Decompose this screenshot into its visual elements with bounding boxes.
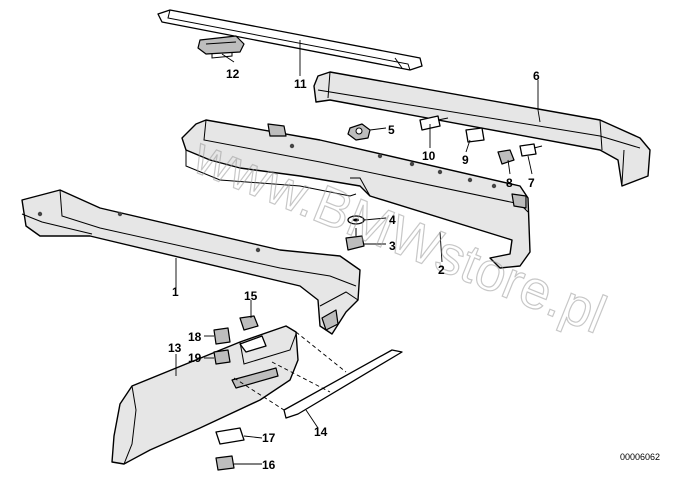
callout-11: 11 xyxy=(294,77,307,91)
callout-3: 3 xyxy=(389,239,396,253)
callout-17: 17 xyxy=(262,431,276,445)
callout-1: 1 xyxy=(172,285,179,299)
callout-19: 19 xyxy=(188,351,202,365)
callout-4: 4 xyxy=(389,213,396,227)
part-13-corner-cover[interactable] xyxy=(111,325,299,465)
callout-5: 5 xyxy=(388,123,395,137)
part-9-plug[interactable] xyxy=(465,127,485,143)
part-11-trim-strip[interactable] xyxy=(157,9,423,71)
callout-14: 14 xyxy=(314,425,328,439)
part-8-nut[interactable] xyxy=(497,149,515,165)
callout-8: 8 xyxy=(506,176,513,190)
part-5-nut[interactable] xyxy=(347,123,371,141)
part-2-bumper-carrier[interactable] xyxy=(181,119,531,269)
part-18-bolt[interactable] xyxy=(213,327,231,345)
callout-6: 6 xyxy=(533,69,540,83)
callout-7: 7 xyxy=(528,176,535,190)
leader-lines xyxy=(175,40,541,465)
part-14-trim-strip[interactable] xyxy=(233,331,403,419)
part-3-bolt[interactable] xyxy=(345,228,365,251)
part-17-clip[interactable] xyxy=(215,427,245,445)
callout-12: 12 xyxy=(226,67,240,81)
callout-13: 13 xyxy=(168,341,182,355)
part-15-nut[interactable] xyxy=(239,315,259,331)
callout-2: 2 xyxy=(438,263,445,277)
callout-18: 18 xyxy=(188,330,202,344)
reference-number: 00006062 xyxy=(620,452,660,462)
part-19-nut[interactable] xyxy=(213,349,231,365)
part-1-bumper-cover[interactable] xyxy=(21,189,361,335)
callout-10: 10 xyxy=(422,149,436,163)
callout-9: 9 xyxy=(462,153,469,167)
part-6-rubber-strip[interactable] xyxy=(313,71,651,187)
callout-16: 16 xyxy=(262,458,276,472)
part-16-bolt[interactable] xyxy=(215,455,235,471)
callout-labels: 1 2 3 4 5 6 7 8 9 10 11 12 13 14 15 16 1… xyxy=(168,67,540,472)
callout-15: 15 xyxy=(244,289,258,303)
part-7-screw[interactable] xyxy=(519,143,543,157)
part-10-screw[interactable] xyxy=(419,115,449,131)
part-12-clip[interactable] xyxy=(197,35,245,59)
